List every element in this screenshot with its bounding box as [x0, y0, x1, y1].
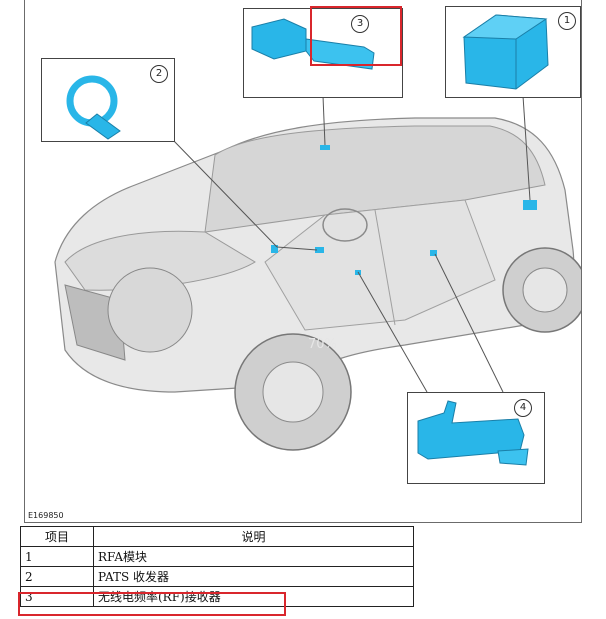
table-header-row: 项目 说明: [20, 526, 414, 547]
module-bracket-image: [417, 400, 529, 466]
rfa-module-image: [462, 14, 549, 90]
column-header-item: 项目: [20, 526, 94, 547]
rf-receiver-module-image: [251, 18, 375, 70]
pats-transceiver-image: [66, 75, 121, 140]
table-row: 1 RFA模块: [20, 546, 414, 567]
highlight-callout-3: [310, 6, 402, 66]
table-row: 3 无线电频率(RF)接收器: [20, 586, 414, 607]
highlight-row-3: [18, 592, 286, 616]
parts-table: 项目 说明 1 RFA模块 2 PATS 收发器 3 无线电频率(RF)接收器: [20, 526, 414, 607]
column-header-description: 说明: [93, 526, 414, 547]
figure-frame: 3 1 2 4 70% E169850: [24, 0, 582, 523]
callout-number-2: 2: [150, 65, 168, 83]
watermark-text: 70%: [308, 337, 337, 352]
callout-box-2: 2: [41, 58, 175, 142]
vehicle-illustration: [54, 95, 581, 451]
row-item-number: 2: [20, 566, 94, 587]
callout-box-4: 4: [407, 392, 545, 484]
callout-box-3: 3: [243, 8, 403, 98]
row-description: RFA模块: [93, 546, 414, 567]
row-description: PATS 收发器: [93, 566, 414, 587]
figure-id: E169850: [28, 511, 64, 520]
callout-number-3: 3: [351, 15, 369, 33]
callout-number-1: 1: [558, 12, 576, 30]
callout-box-1: 1: [445, 6, 581, 98]
callout-number-4: 4: [514, 399, 532, 417]
table-row: 2 PATS 收发器: [20, 566, 414, 587]
row-item-number: 1: [20, 546, 94, 567]
